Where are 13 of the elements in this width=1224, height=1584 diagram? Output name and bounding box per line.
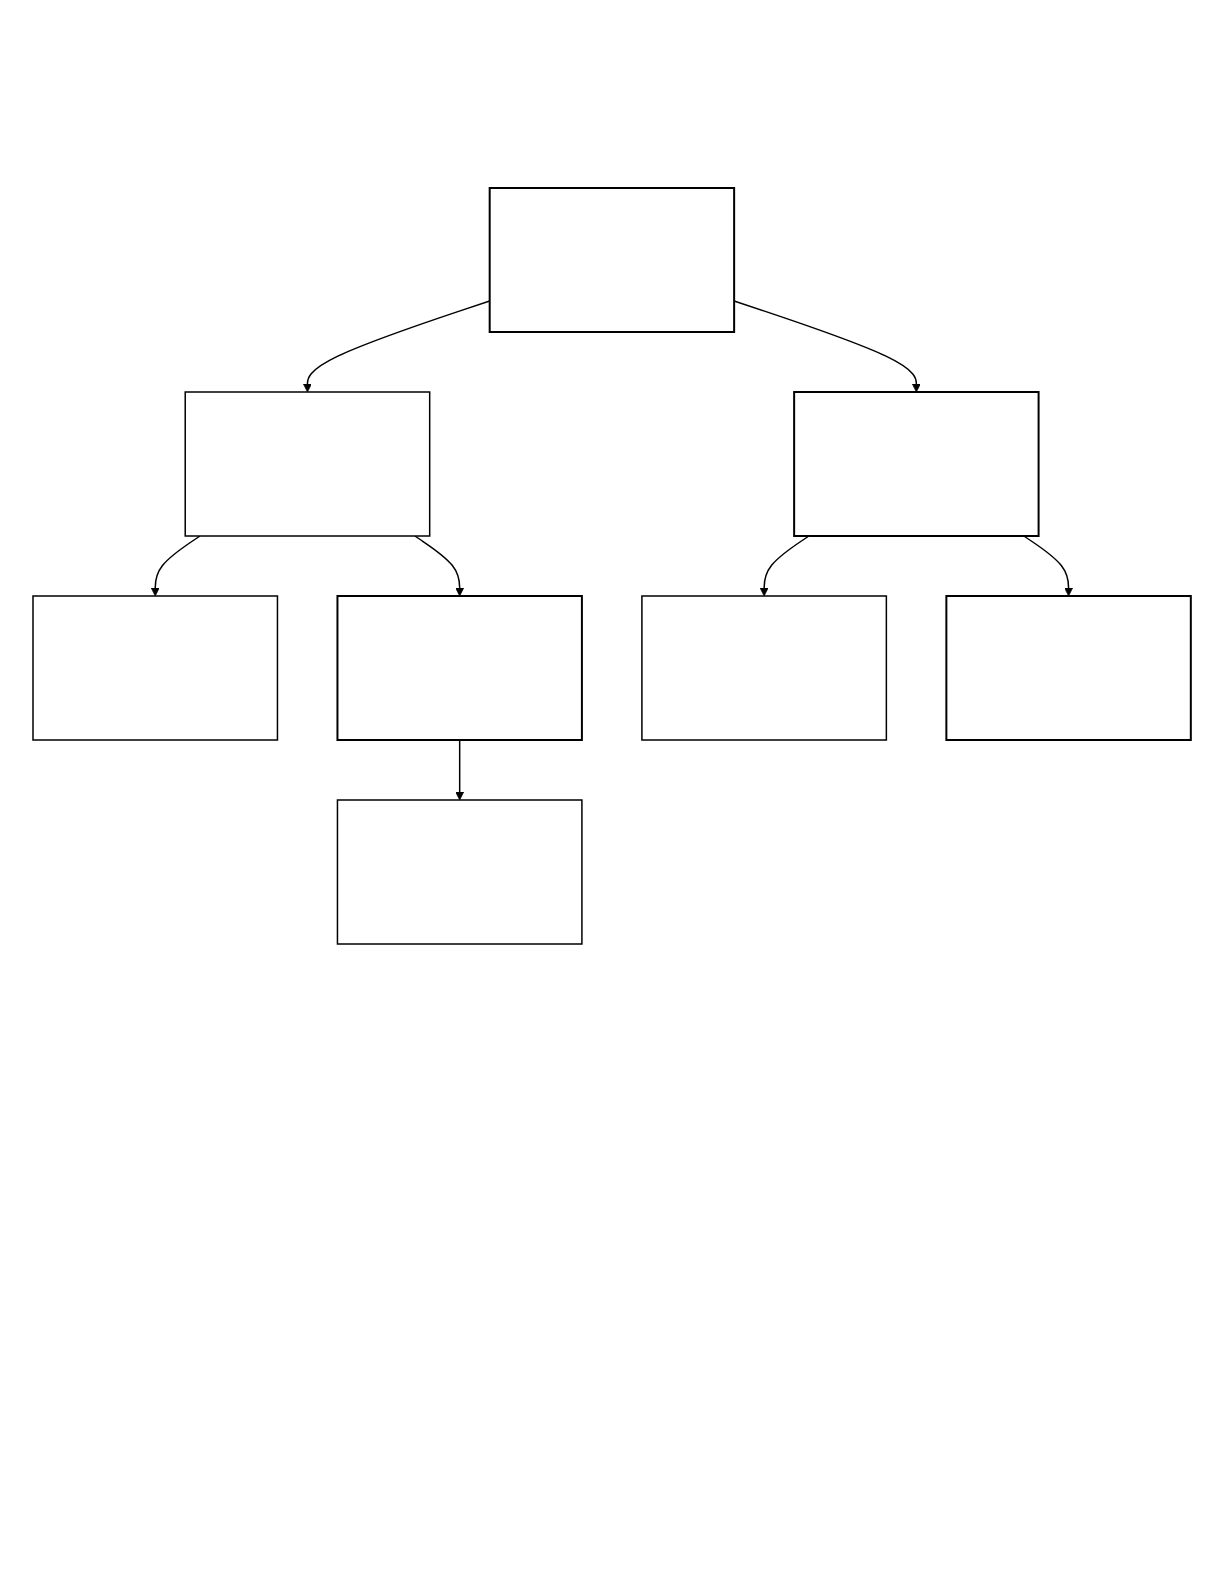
arrow	[414, 535, 465, 597]
node-box	[336, 799, 583, 945]
node-box	[641, 595, 888, 741]
node-box	[793, 391, 1040, 537]
arrow	[455, 739, 465, 801]
arrow	[759, 535, 810, 597]
arrow	[1023, 535, 1074, 597]
node-box	[184, 391, 431, 537]
node-box	[336, 595, 583, 741]
node-box	[32, 595, 279, 741]
node-box	[945, 595, 1192, 741]
node-box	[488, 187, 736, 333]
arrow	[150, 535, 201, 597]
